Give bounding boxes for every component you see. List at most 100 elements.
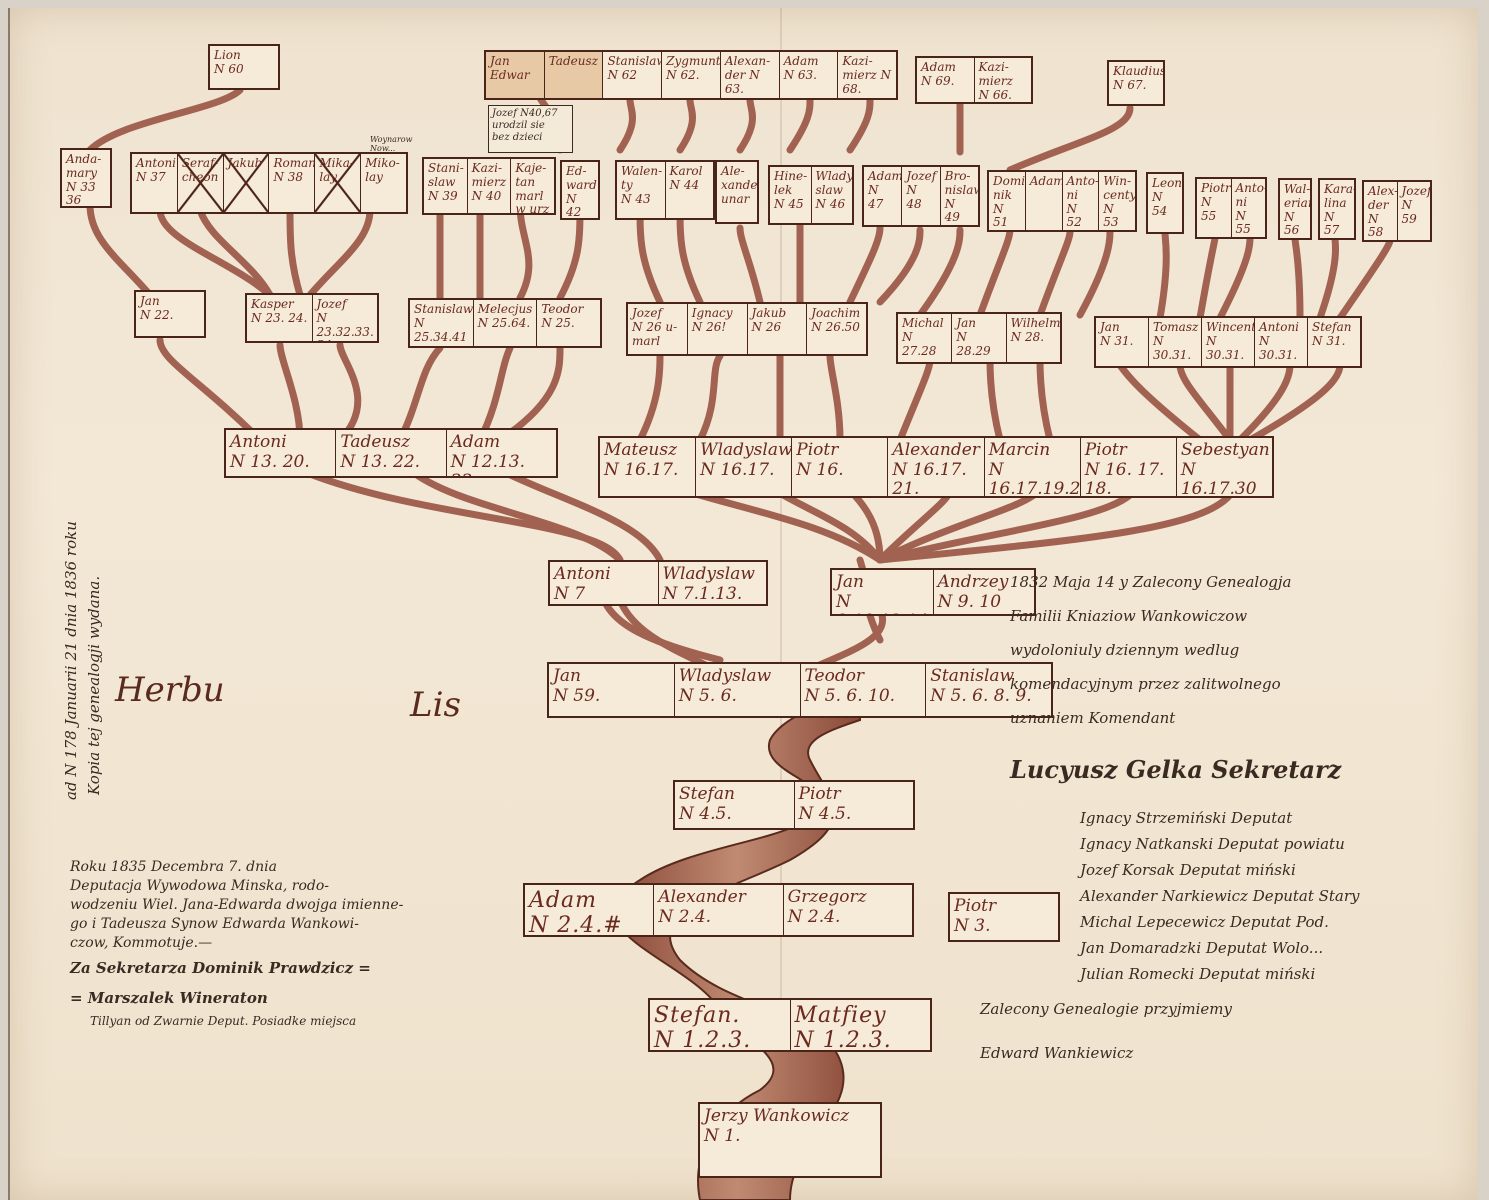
- person-cell: Mika- lay: [315, 154, 362, 212]
- person-cell: Adam N 69.: [917, 58, 975, 102]
- person-cell: Walen- ty N 43: [617, 162, 666, 218]
- family-row-r2f: Ale- xander unar: [715, 160, 759, 224]
- person-cell: Kaje- tan marl w urz: [515, 161, 550, 213]
- family-row-r2d: Ed- ward N 42: [560, 160, 600, 220]
- family-row-r2j: Leon N 54: [1146, 172, 1184, 234]
- family-row-r6: Jan N 59.Wladyslaw N 5. 6.Teodor N 5. 6.…: [547, 662, 1053, 718]
- right-text-line: Ignacy Natkanski Deputat powiatu: [1080, 835, 1345, 853]
- person-cell: Jakub N 26: [748, 304, 808, 354]
- person-cell: Wlady- slaw N 46: [815, 169, 853, 211]
- person-cell: Wladyslaw N 5. 6.: [675, 664, 801, 716]
- right-text-line: wydoloniuly dziennym wedlug: [1010, 641, 1240, 659]
- right-text-line: Lucyusz Gelka Sekretarz: [1010, 755, 1342, 784]
- person-cell: Jozef N 59: [1401, 184, 1431, 226]
- family-row-r8b: Piotr N 3.: [948, 892, 1060, 942]
- person-cell: Tadeusz N 13. 22.: [336, 430, 447, 476]
- person-cell: Miko- lay: [365, 156, 400, 184]
- person-cell: Stanislaw N 5. 6. 8. 9.: [930, 666, 1032, 706]
- person-cell: Alexan- der N 63.: [721, 52, 780, 98]
- right-text-line: uznaniem Komendant: [1010, 709, 1176, 727]
- family-row-r4b: Mateusz N 16.17.Wladyslaw N 16.17. Piotr …: [598, 436, 1274, 498]
- family-row-r2m: Kara- lina N 57: [1318, 178, 1356, 240]
- person-cell: Piotr N 16. 17. 18.: [1081, 438, 1177, 496]
- person-cell: Klaudiusz N 67.: [1113, 64, 1163, 92]
- person-cell: Jan N 31.: [1096, 318, 1149, 366]
- person-cell: Sebestyan N 16.17.30: [1180, 440, 1270, 496]
- person-cell: Ignacy N 26!: [688, 304, 748, 354]
- person-cell: Jozef N 23.32.33. 34.: [316, 297, 374, 341]
- person-cell: Jerzy Wankowicz N 1.: [704, 1106, 850, 1146]
- person-cell: Jan N 59.: [549, 664, 675, 716]
- person-cell: Adam N 2.4.#: [525, 885, 655, 935]
- left-text-line: Za Sekretarza Dominik Prawdzicz =: [70, 959, 371, 977]
- left-text-line: czow, Kommotuje.—: [70, 935, 213, 951]
- person-cell: Stanislaw N 62: [603, 52, 663, 98]
- family-row-r1c: Adam N 69.Kazi- mierz N 66.: [915, 56, 1033, 104]
- person-cell: Teodor N 25.: [541, 302, 584, 330]
- family-row-r9: Stefan. N 1.2.3.Matfiey N 1.2.3.: [648, 998, 932, 1052]
- family-row-r5b: Jan N 9.10.12.14.15.16Andrzey N 9. 10: [830, 568, 1036, 616]
- right-text-line: Edward Wankiewicz: [980, 1044, 1134, 1062]
- person-cell: Wal- erian N 56: [1284, 182, 1310, 238]
- person-cell: Wladyslaw N 7.1.13.: [662, 564, 755, 604]
- person-cell: Adam N 63.: [780, 52, 839, 98]
- person-cell: Jozef N 26 u- marl: [628, 304, 688, 354]
- person-cell: Jakub: [224, 154, 270, 212]
- person-cell: Michal N 27.28: [898, 314, 953, 362]
- person-cell: Alexander N 2.4.: [654, 885, 784, 935]
- person-cell: Jan N 22.: [140, 294, 174, 322]
- person-cell: Alex- der N 58: [1364, 182, 1398, 240]
- person-cell: Hine- lek N 45: [770, 167, 812, 223]
- left-text-line: Deputacja Wywodowa Minska, rodo-: [70, 878, 329, 894]
- small-note: Woynarow Now...: [370, 135, 413, 153]
- person-cell: Antoni N 37: [132, 154, 178, 212]
- person-cell: Matfiey N 1.2.3.: [794, 1003, 892, 1050]
- person-cell: Anda- mary N 33 36: [66, 152, 102, 206]
- person-cell: Antoni N 7: [550, 562, 659, 604]
- family-row-r10: Jerzy Wankowicz N 1.: [698, 1102, 882, 1178]
- right-text-line: 1832 Maja 14 y Zalecony Genealogja: [1010, 573, 1292, 591]
- right-text-line: Zalecony Genealogie przyjmiemy: [980, 1000, 1232, 1018]
- family-row-r2l: Wal- erian N 56: [1278, 178, 1312, 240]
- person-cell: Kasper N 23. 24.: [247, 295, 313, 341]
- person-cell: Jozef N 48: [902, 167, 941, 225]
- family-row-r1a: Lion N 60: [208, 44, 280, 90]
- person-cell: Antoni N 13. 20.: [226, 430, 337, 476]
- family-row-r4a: Antoni N 13. 20.Tadeusz N 13. 22.Adam N …: [224, 428, 558, 478]
- vertical-note-1: ad N 178 Januarii 21 dnia 1836 roku: [62, 521, 80, 800]
- right-text-line: Jozef Korsak Deputat miński: [1080, 861, 1296, 879]
- person-cell: Piotr N 55: [1197, 179, 1232, 237]
- family-row-r3a: Jan N 22.: [134, 290, 206, 338]
- person-cell: Kara- lina N 57: [1324, 182, 1354, 238]
- person-cell: Karol N 44: [669, 164, 703, 192]
- person-cell: Wladyslaw N 16.17.: [696, 438, 793, 496]
- person-cell: Win- centy N 53: [1103, 174, 1135, 230]
- person-cell: Jan N 28.29: [952, 314, 1007, 362]
- left-text-line: Roku 1835 Decembra 7. dnia: [70, 859, 277, 875]
- person-cell: Leon N 54: [1152, 176, 1182, 218]
- person-cell: Anto- ni N 52: [1063, 172, 1100, 230]
- person-cell: Mateusz N 16.17.: [600, 438, 697, 496]
- family-row-r2g: Hine- lek N 45Wlady- slaw N 46: [768, 165, 854, 225]
- person-cell: Melecjus N 25.64.: [474, 300, 538, 346]
- person-cell: Bro- nislaw N 49: [944, 169, 978, 225]
- right-text-line: Jan Domaradzki Deputat Wolo...: [1080, 939, 1324, 957]
- family-row-r2a: Anda- mary N 33 36: [60, 148, 112, 208]
- person-cell: Andrzey N 9. 10: [937, 572, 1009, 612]
- person-cell: Adam: [1026, 172, 1063, 230]
- left-text-line: go i Tadeusza Synow Edwarda Wankowi-: [70, 916, 359, 932]
- person-cell: Kazi- mierz N 68.: [842, 54, 892, 96]
- person-cell: Wilhelm N 28.: [1010, 316, 1060, 344]
- person-cell: Alexander N 16.17. 21.: [888, 438, 985, 496]
- person-cell: Kazi- mierz N 66.: [978, 60, 1013, 102]
- person-cell: Teodor N 5. 6. 10.: [801, 664, 927, 716]
- person-cell: Ale- xander unar: [721, 164, 757, 206]
